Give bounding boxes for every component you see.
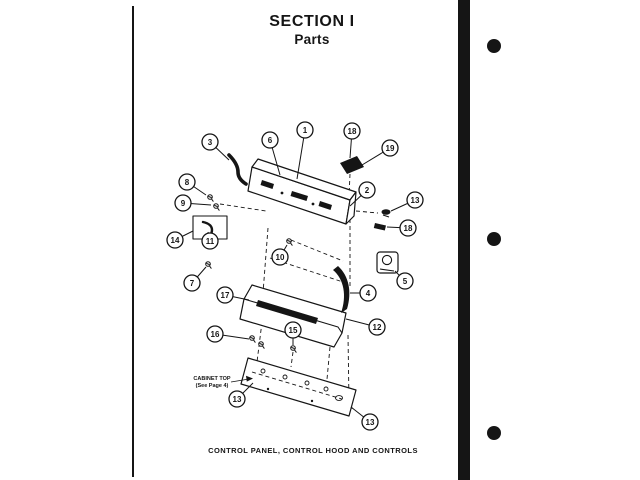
callout-3: 3 [201,133,219,151]
cabinet-top-label-line1: CABINET TOP [193,376,231,382]
screw-part [213,203,220,212]
alignment-dash [355,210,379,214]
svg-text:19: 19 [386,144,395,153]
svg-text:3: 3 [208,138,213,147]
knob-part [381,209,391,218]
cabinet-label-arrowhead [246,375,253,382]
cabinet-top-part [240,357,357,417]
callout-1: 1 [296,121,314,139]
callout-19: 19 [381,139,399,157]
callout-6: 6 [261,131,279,149]
cabinet-top-label-line2: (See Page 4) [196,383,229,389]
svg-text:2: 2 [365,186,370,195]
callout-13: 13 [228,390,246,408]
svg-text:10: 10 [276,253,285,262]
section-subtitle: Parts [294,32,330,47]
screw-part [258,341,265,350]
alignment-dash [262,227,269,294]
callout-13: 13 [406,191,424,209]
alignment-dash [219,203,267,212]
svg-text:8: 8 [185,178,190,187]
page-header: SECTION I Parts [152,13,472,47]
callout-15: 15 [284,321,302,339]
callout-16: 16 [206,325,224,343]
cabinet-label-arrow-line [230,378,250,383]
svg-text:9: 9 [181,199,186,208]
punch-hole-bottom [487,426,501,440]
alignment-dash [290,239,344,262]
callout-10: 10 [271,248,289,266]
svg-text:16: 16 [211,330,220,339]
screw-part [249,335,256,344]
control-panel-part [247,158,357,225]
svg-text:14: 14 [171,236,180,245]
clip-part [373,223,386,231]
svg-text:13: 13 [233,395,242,404]
callout-5: 5 [396,272,414,290]
screw-part [205,261,212,270]
page-right-border [458,0,470,480]
switch-part [376,251,399,274]
svg-text:5: 5 [403,277,408,286]
svg-text:7: 7 [190,279,195,288]
callout-12: 12 [368,318,386,336]
callout-11: 11 [201,232,219,250]
callout-13: 13 [361,413,379,431]
callout-2: 2 [358,181,376,199]
alignment-dash [269,257,347,284]
figure-caption: CONTROL PANEL, CONTROL HOOD AND CONTROLS [208,446,418,455]
svg-text:1: 1 [303,126,308,135]
svg-text:18: 18 [348,127,357,136]
callout-18: 18 [399,219,417,237]
callout-17: 17 [216,286,234,304]
callout-8: 8 [178,173,196,191]
page-left-border [132,6,134,477]
svg-text:4: 4 [366,289,371,298]
callout-7: 7 [183,274,201,292]
punch-hole-middle [487,232,501,246]
callout-14: 14 [166,231,184,249]
screw-part [290,345,297,354]
screw-part [207,194,214,203]
hinge-strip-part [333,266,350,313]
hinge-bracket-right [340,156,364,174]
alignment-dash [255,321,263,371]
alignment-dash [290,351,294,368]
punch-hole-top [487,39,501,53]
section-title: SECTION I [269,13,355,30]
hinge-bracket-left [227,153,248,186]
callout-9: 9 [174,194,192,212]
svg-text:13: 13 [411,196,420,205]
svg-text:17: 17 [221,291,230,300]
callout-18: 18 [343,122,361,140]
diagram-artwork [192,153,399,417]
svg-text:18: 18 [404,224,413,233]
svg-text:13: 13 [366,418,375,427]
svg-text:11: 11 [206,237,215,246]
svg-text:6: 6 [268,136,273,145]
alignment-dash [348,173,351,198]
svg-text:12: 12 [373,323,382,332]
svg-text:15: 15 [289,326,298,335]
callout-4: 4 [359,284,377,302]
